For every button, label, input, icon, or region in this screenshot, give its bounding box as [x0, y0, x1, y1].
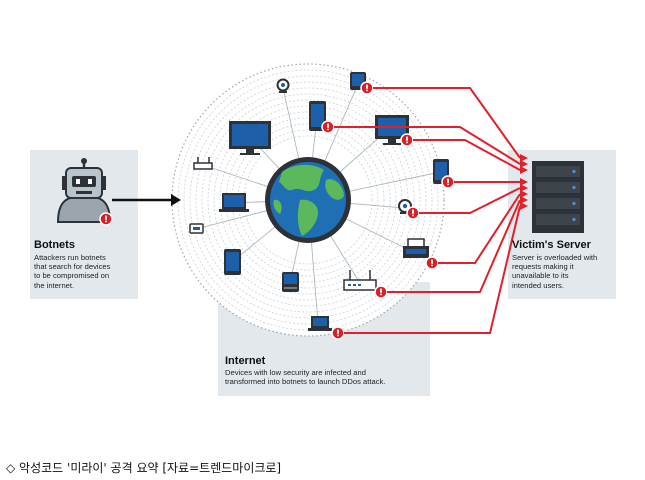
- victim-title: Victim's Server: [512, 239, 591, 251]
- attack-arrowheads: [520, 154, 528, 210]
- router-icon: [343, 270, 377, 291]
- laptop-icon: [308, 316, 332, 331]
- server-icon: [532, 161, 584, 233]
- warning-icon: [321, 120, 335, 134]
- router-icon: [193, 157, 213, 170]
- laptop-icon: [219, 193, 249, 212]
- warning-icon: [425, 256, 439, 270]
- monitor-icon: [229, 121, 271, 155]
- phone-icon: [224, 249, 241, 275]
- hard-drive-icon: [282, 272, 299, 292]
- warning-icon: [360, 81, 374, 95]
- webcam-icon: [276, 78, 290, 93]
- phone-icon: [433, 159, 449, 184]
- warning-icon: [99, 212, 113, 226]
- warning-icon: [374, 285, 388, 299]
- internet-title: Internet: [225, 355, 266, 367]
- warning-icon: [400, 133, 414, 147]
- internet-description: Devices with low security are infected a…: [225, 368, 386, 387]
- tablet-icon: [309, 101, 326, 131]
- figure-caption: ◇ 악성코드 '미라이' 공격 요약 [자료=트렌드마이크로]: [6, 461, 282, 475]
- attack-lines: [334, 87, 521, 334]
- botnets-description: Attackers run botnets that search for de…: [34, 253, 111, 290]
- globe-icon: [265, 157, 351, 243]
- botnets-title: Botnets: [34, 239, 75, 251]
- victim-description: Server is overloaded with requests makin…: [512, 253, 598, 290]
- router-icon: [189, 223, 204, 234]
- printer-icon: [403, 238, 429, 258]
- warning-icon: [441, 175, 455, 189]
- botnet-to-internet-arrow: [112, 194, 181, 206]
- warning-icon: [406, 206, 420, 220]
- attacker-robot-icon: [56, 158, 112, 223]
- warning-icon: [331, 326, 345, 340]
